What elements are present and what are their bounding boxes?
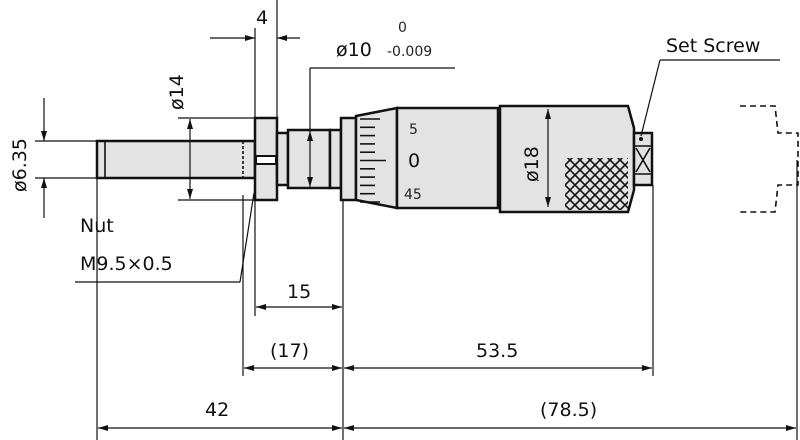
ratchet-knob — [498, 104, 654, 214]
dim-sleeve-tol-upper: 0 — [398, 20, 407, 36]
knurl-line — [565, 203, 572, 210]
dim-nut-diameter: ø14 — [166, 74, 188, 110]
dim-sleeve-diameter: ø10 — [336, 39, 372, 61]
dim-nut-width: 4 — [256, 7, 268, 29]
knurl-line — [565, 163, 612, 210]
knurl-line — [618, 200, 628, 210]
knurl-line — [596, 158, 628, 190]
knurl-line — [608, 190, 628, 210]
thimble-scale-ticks — [360, 118, 386, 203]
thimble: 5 0 45 — [354, 106, 500, 210]
label-set-screw: Set Screw — [666, 35, 760, 57]
dim-17: (17) — [270, 340, 309, 362]
knurl-line — [565, 193, 582, 210]
dimension-lines — [41, 35, 796, 431]
ratchet-phantom-outline — [740, 105, 799, 213]
knurl-line — [616, 158, 628, 170]
dim-15: 15 — [287, 281, 311, 303]
label-nut-thread: M9.5×0.5 — [80, 253, 173, 275]
dim-thimble-diameter: ø18 — [521, 146, 543, 182]
dim-sleeve-tol-lower: -0.009 — [387, 44, 432, 60]
scale-mark-0: 0 — [408, 150, 420, 172]
dim-42: 42 — [205, 399, 229, 421]
spindle — [95, 139, 257, 180]
knurl-line — [565, 158, 594, 187]
knurl-line — [586, 158, 628, 200]
dim-53-5: 53.5 — [476, 340, 518, 362]
dim-spindle-diameter: ø6.35 — [9, 138, 31, 192]
knurl-line — [606, 158, 628, 180]
knurl-line — [566, 158, 622, 210]
dim-78-5: (78.5) — [540, 399, 597, 421]
knurl-line — [576, 158, 628, 210]
knurl-line — [565, 183, 592, 210]
knurl-pattern — [565, 158, 628, 210]
scale-mark-5: 5 — [409, 122, 418, 138]
scale-mark-45: 45 — [404, 187, 422, 203]
sleeve — [275, 116, 358, 202]
knurl-line — [565, 158, 584, 177]
knurl-line — [565, 158, 574, 167]
label-nut: Nut — [80, 215, 114, 237]
extension-lines — [35, 0, 798, 440]
nut — [253, 116, 279, 202]
knurl-line — [565, 173, 602, 210]
